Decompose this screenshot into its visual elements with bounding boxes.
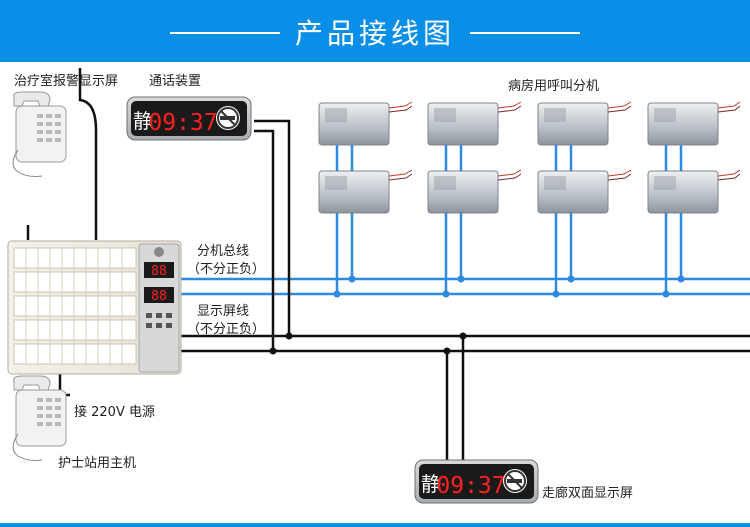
ward-extension-label: 病房用呼叫分机 (508, 79, 600, 94)
header-bar: 产品接线图 (0, 0, 750, 62)
bus-junctions (333, 275, 685, 298)
no-smoking-icon (216, 106, 240, 130)
host-panel: 88 88 (7, 240, 182, 375)
extension-unit-7 (537, 169, 632, 214)
phone-icon (12, 91, 67, 177)
host-readout-b: 88 (151, 289, 167, 304)
phone-icon (12, 375, 67, 461)
bus-polarity-label: （不分正负） (187, 262, 266, 277)
header-line-right (470, 32, 580, 34)
nurse-host-label: 护士站用主机 (58, 456, 137, 471)
display-bottom-time: 09:37 (436, 473, 505, 499)
footer-bar (0, 523, 750, 527)
extension-unit-6 (427, 169, 522, 214)
corridor-display-label: 走廊双面显示屏 (542, 486, 634, 501)
extension-unit-8 (647, 169, 741, 214)
display-bottom-char: 静 (421, 472, 441, 496)
display-top-char: 静 (133, 109, 153, 133)
treatment-display: 静 09:37 (126, 96, 252, 141)
display-top-time: 09:37 (148, 110, 217, 136)
power-label: 接 220V 电源 (74, 405, 155, 420)
call-device-label: 通话装置 (149, 74, 202, 89)
extension-unit-4 (647, 101, 741, 146)
treatment-display-label: 治疗室报警显示屏 (14, 74, 119, 89)
extension-unit-3 (537, 101, 632, 146)
corridor-display: 静 09:37 (414, 459, 539, 504)
bus-wires (181, 145, 750, 296)
page-title: 产品接线图 (294, 17, 455, 50)
extension-unit-1 (318, 101, 413, 146)
no-smoking-icon (503, 469, 527, 493)
display-line-label: 显示屏线 (197, 304, 250, 319)
header-line-left (170, 32, 280, 34)
host-readout-a: 88 (151, 264, 167, 279)
display-polarity-label: （不分正负） (187, 322, 266, 337)
extension-unit-5 (318, 169, 413, 214)
bus-line-label: 分机总线 (197, 244, 250, 259)
extension-unit-2 (427, 101, 522, 146)
display-junctions (269, 332, 467, 355)
